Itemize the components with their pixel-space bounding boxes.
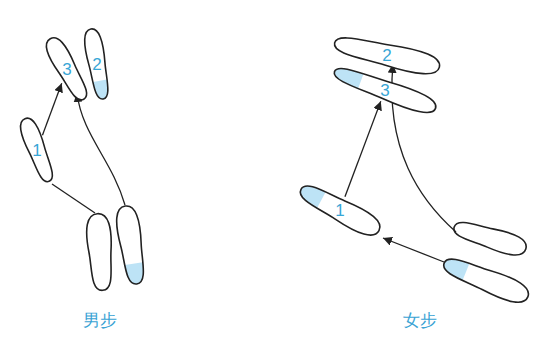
step-number: 1 [32, 142, 41, 159]
step-arrow [345, 101, 381, 197]
start-footprint [440, 253, 532, 308]
step-path [77, 93, 125, 205]
step-number: 2 [92, 56, 101, 73]
step-path [52, 184, 95, 213]
step-number: 2 [382, 47, 391, 64]
start-footprint [114, 204, 148, 285]
step-number: 3 [62, 61, 71, 78]
footprint-node: 1 [14, 113, 60, 186]
start-footprint [85, 213, 114, 291]
footprint-node: 1 [293, 176, 387, 244]
step-path [383, 238, 444, 262]
figure-caption: 男步 [83, 309, 117, 332]
step-arrow [42, 83, 61, 135]
figure-caption: 女步 [403, 309, 437, 332]
start-footprint [451, 217, 529, 259]
step-number: 3 [380, 82, 389, 99]
step-number: 1 [335, 202, 344, 219]
